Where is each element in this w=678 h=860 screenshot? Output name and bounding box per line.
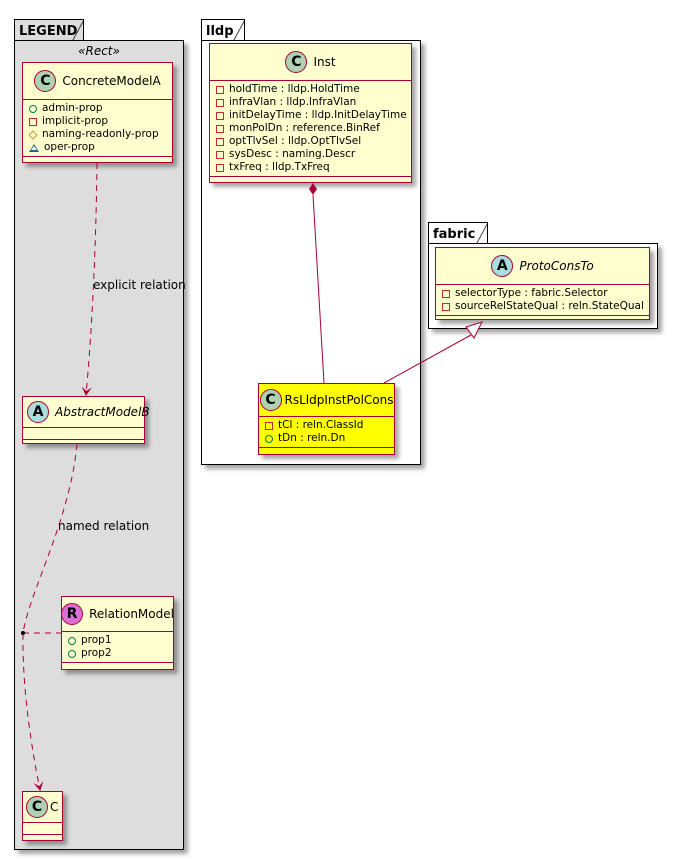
attribute-list: prop1 prop2	[62, 631, 173, 662]
private-visibility-icon	[216, 124, 224, 133]
attribute: tDn : reln.Dn	[265, 432, 388, 445]
method-list	[436, 315, 649, 326]
class-name: AbstractModelB	[55, 405, 150, 419]
public-visibility-icon	[68, 636, 76, 645]
attribute-list: holdTime : lldp.HoldTime infraVlan : lld…	[210, 80, 411, 176]
class-name: RelationModel	[89, 607, 174, 621]
public-visibility-icon	[29, 104, 37, 113]
class-type-icon: C	[285, 51, 308, 73]
class-abstract-model-b[interactable]: A AbstractModelB	[22, 396, 150, 444]
method-list	[23, 156, 172, 167]
class-type-icon: C	[26, 796, 48, 818]
class-c[interactable]: C C	[22, 791, 63, 841]
package-visibility-icon	[29, 143, 39, 152]
private-visibility-icon	[265, 421, 273, 430]
private-visibility-icon	[216, 85, 224, 94]
class-type-icon: C	[34, 70, 57, 92]
attribute: txFreq : lldp.TxFreq	[216, 161, 405, 174]
attribute-list: tCl : reln.ClassId tDn : reln.Dn	[259, 416, 394, 447]
private-visibility-icon	[29, 117, 37, 126]
attribute: tCl : reln.ClassId	[265, 419, 388, 432]
attribute: sysDesc : naming.Descr	[216, 148, 405, 161]
attribute-list: selectorType : fabric.Selector sourceRel…	[436, 284, 649, 315]
attribute-list	[23, 822, 62, 834]
public-visibility-icon	[265, 434, 273, 443]
attribute: oper-prop	[29, 141, 166, 154]
attribute: sourceRelStateQual : reln.StateQual	[442, 300, 644, 313]
attribute: implicit-prop	[29, 115, 166, 128]
class-proto-cons-to[interactable]: A ProtoConsTo selectorType : fabric.Sele…	[435, 247, 650, 320]
class-name: ProtoConsTo	[519, 259, 594, 273]
attribute: infraVlan : lldp.InfraVlan	[216, 96, 405, 109]
abstract-type-icon: A	[491, 255, 514, 277]
class-type-icon: C	[259, 389, 282, 411]
public-visibility-icon	[68, 649, 76, 658]
relation-type-icon: R	[61, 603, 84, 625]
attribute: initDelayTime : lldp.InitDelayTime	[216, 109, 407, 122]
attribute-list	[23, 427, 144, 439]
attribute-list: admin-prop implicit-prop naming-readonly…	[23, 99, 172, 156]
method-list	[210, 176, 411, 187]
class-name: ConcreteModelA	[62, 74, 161, 88]
private-visibility-icon	[442, 302, 450, 311]
method-list	[23, 834, 62, 845]
class-rs-lldp-inst-pol-cons[interactable]: C RsLldpInstPolCons tCl : reln.ClassId t…	[258, 383, 395, 455]
attribute: admin-prop	[29, 102, 166, 115]
package-lldp-tab: lldp	[201, 19, 245, 41]
attribute: prop2	[68, 647, 167, 660]
class-relation-model[interactable]: R RelationModel prop1 prop2	[61, 596, 174, 670]
attribute: holdTime : lldp.HoldTime	[216, 83, 405, 96]
edge-label-explicit: explicit relation	[93, 278, 186, 292]
attribute: prop1	[68, 634, 167, 647]
private-visibility-icon	[216, 150, 224, 159]
private-visibility-icon	[216, 98, 224, 107]
class-inst[interactable]: C Inst holdTime : lldp.HoldTime infraVla…	[209, 43, 412, 183]
package-fabric-tab: fabric	[428, 222, 488, 244]
class-name: C	[50, 800, 59, 814]
method-list	[62, 662, 173, 673]
class-concrete-model-a[interactable]: C ConcreteModelA admin-prop implicit-pro…	[22, 62, 173, 163]
class-name: RsLldpInstPolCons	[284, 393, 394, 407]
method-list	[23, 439, 144, 450]
attribute: optTlvSel : lldp.OptTlvSel	[216, 135, 405, 148]
private-visibility-icon	[216, 111, 224, 120]
package-legend-tab: LEGEND	[14, 19, 84, 41]
private-visibility-icon	[442, 289, 450, 298]
attribute: selectorType : fabric.Selector	[442, 287, 643, 300]
abstract-type-icon: A	[27, 401, 49, 423]
protected-visibility-icon	[28, 129, 38, 140]
package-stereotype: «Rect»	[78, 44, 120, 58]
private-visibility-icon	[216, 137, 224, 146]
class-name: Inst	[313, 55, 336, 69]
private-visibility-icon	[216, 163, 224, 172]
attribute: monPolDn : reference.BinRef	[216, 122, 405, 135]
edge-label-named: named relation	[58, 519, 150, 533]
method-list	[259, 447, 394, 458]
attribute: naming-readonly-prop	[28, 128, 166, 141]
